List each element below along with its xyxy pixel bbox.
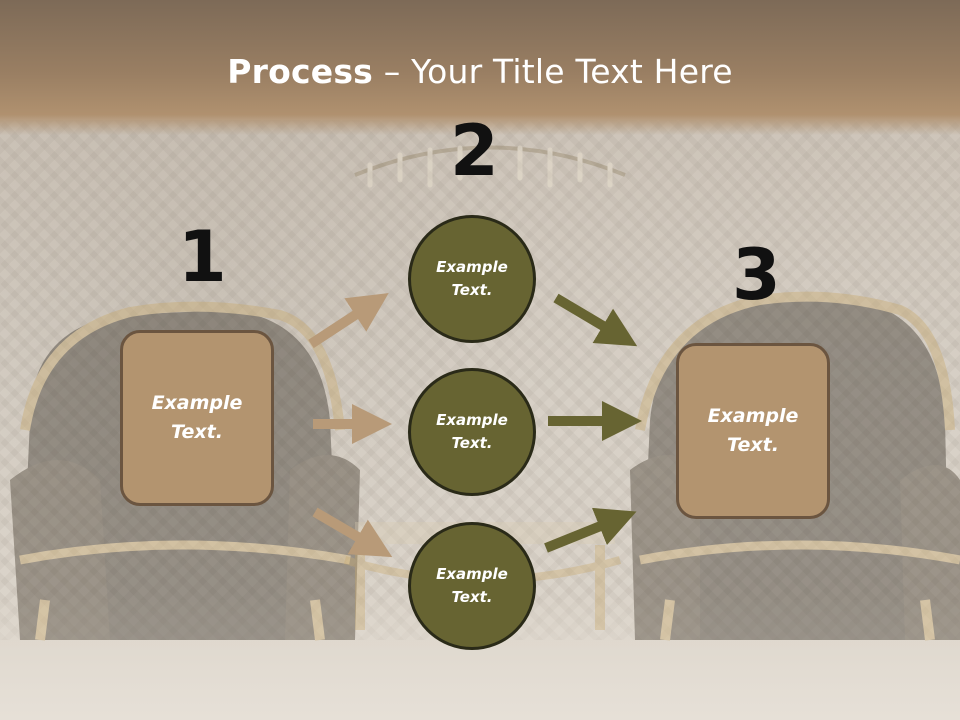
circle-bottom-line2: Text. (451, 588, 493, 606)
header-band (0, 0, 960, 135)
circle-middle-line2: Text. (451, 434, 493, 452)
arrow-olive-down (553, 293, 638, 347)
chandelier-decor (354, 145, 626, 188)
circle-middle-line1: Example (436, 411, 508, 429)
step-number-1: 1 (178, 216, 227, 298)
title-bold: Process (227, 52, 374, 91)
step-number-3: 3 (732, 234, 781, 316)
title-rest: – Your Title Text Here (373, 52, 733, 91)
slide-title: Process – Your Title Text Here (0, 52, 960, 91)
arrow-tan-down (312, 507, 393, 558)
circle-top-line2: Text. (451, 281, 493, 299)
arrow-tan-up (308, 293, 389, 349)
step-box-3-line1: Example (707, 405, 799, 427)
circle-bottom-line1: Example (436, 565, 508, 583)
step-box-1-line1: Example (151, 392, 243, 414)
step-box-3-line2: Text. (727, 434, 779, 456)
step-number-2: 2 (450, 110, 499, 192)
circle-top-line1: Example (436, 258, 508, 276)
arrow-olive-up (544, 507, 637, 553)
step-box-1-line2: Text. (171, 421, 223, 443)
